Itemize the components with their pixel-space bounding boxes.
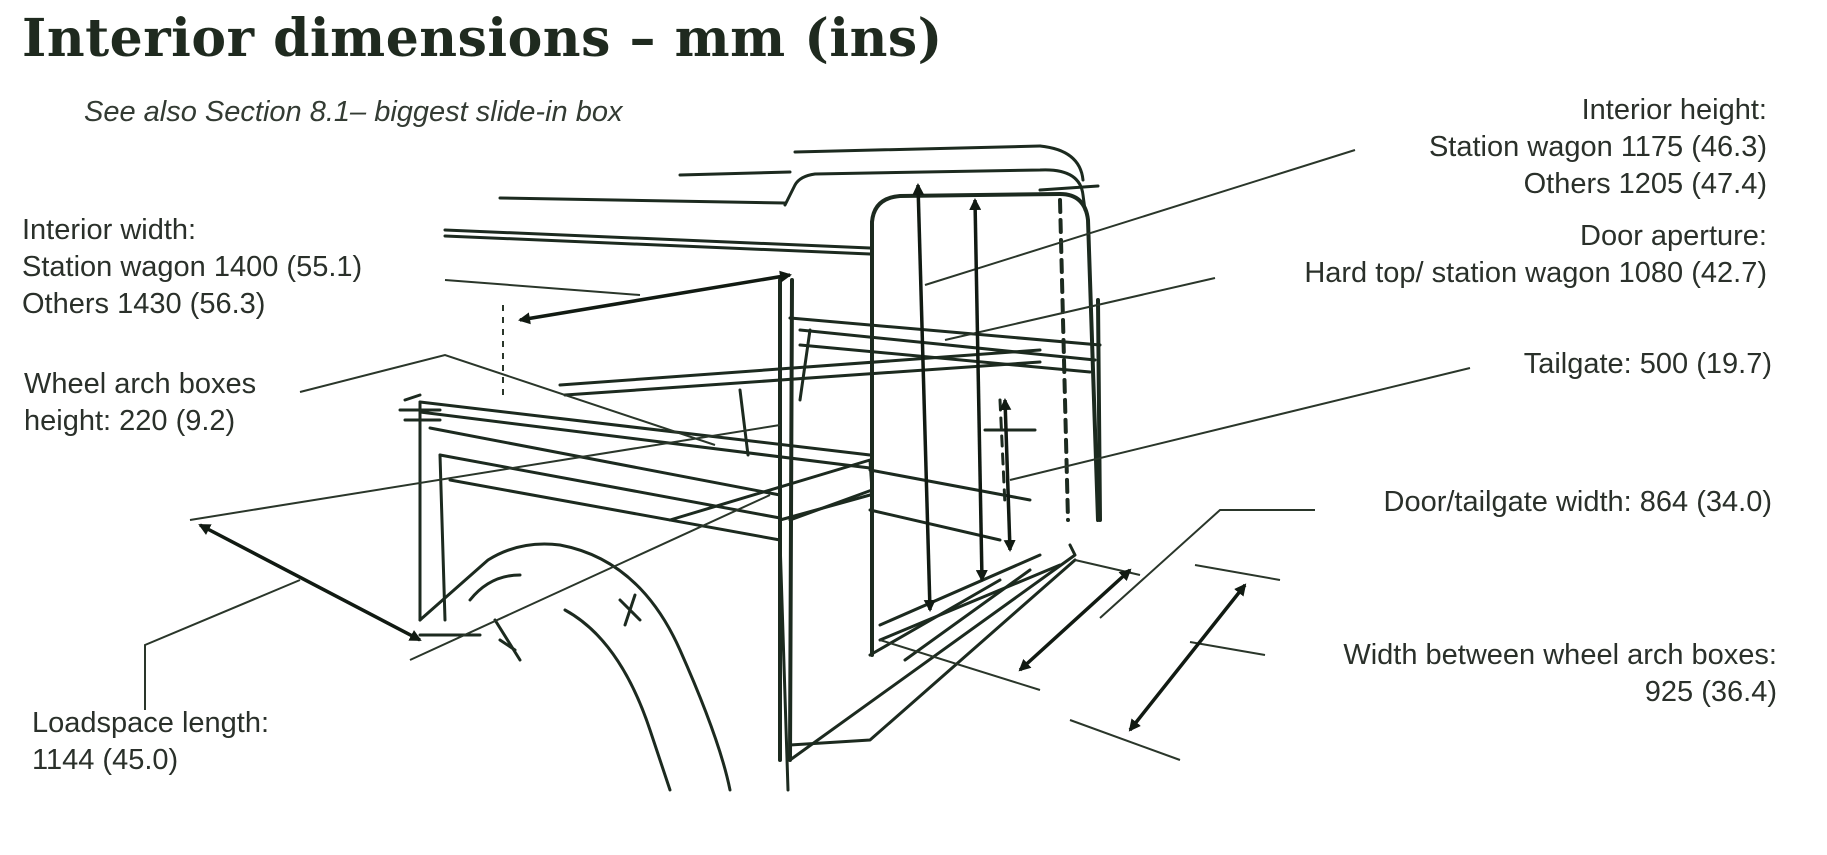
- interior-height-label: Interior height: Station wagon 1175 (46.…: [1429, 92, 1767, 203]
- loadspace-length-arrow: [198, 523, 422, 642]
- rear-door-frame: [778, 192, 1102, 762]
- label-value: Others 1205 (47.4): [1523, 168, 1767, 200]
- tailgate-arrow: [999, 398, 1016, 552]
- loadspace-length-label: Loadspace length: 1144 (45.0): [32, 705, 269, 779]
- label-heading: Loadspace length:: [32, 707, 270, 739]
- label-heading: Interior width:: [22, 214, 197, 246]
- label-heading: Interior height:: [1581, 94, 1767, 126]
- tailgate-label: Tailgate: 500 (19.7): [1524, 346, 1772, 383]
- page-title: Interior dimensions – mm (ins): [22, 8, 943, 69]
- label-heading: Door aperture:: [1580, 220, 1767, 252]
- label-value: Tailgate: 500 (19.7): [1523, 348, 1772, 380]
- wheel-arch-boxes-height-label: Wheel arch boxes height: 220 (9.2): [24, 366, 256, 440]
- interior-width-arrow: [518, 270, 792, 325]
- label-heading: Width between wheel arch boxes:: [1343, 639, 1777, 671]
- dimension-guide-lines: [189, 305, 1281, 761]
- door-tailgate-width-label: Door/tailgate width: 864 (34.0): [1384, 484, 1773, 521]
- label-heading: Wheel arch boxes: [24, 368, 257, 400]
- interior-height-arrow: [912, 183, 936, 612]
- label-value: height: 220 (9.2): [24, 405, 236, 437]
- door-aperture-label: Door aperture: Hard top/ station wagon 1…: [1304, 218, 1767, 292]
- label-value: 925 (36.4): [1644, 676, 1777, 708]
- interior-width-label: Interior width: Station wagon 1400 (55.1…: [22, 212, 362, 323]
- dimension-arrows: [198, 183, 1247, 732]
- label-value: Others 1430 (56.3): [22, 288, 266, 320]
- label-value: Hard top/ station wagon 1080 (42.7): [1304, 257, 1767, 289]
- width-between-wheel-arch-boxes-label: Width between wheel arch boxes: 925 (36.…: [1343, 637, 1777, 711]
- label-value: Station wagon 1400 (55.1): [22, 251, 363, 283]
- vehicle-body: [398, 316, 1102, 792]
- door-aperture-arrow: [969, 198, 988, 582]
- vehicle-roof: [443, 144, 1100, 256]
- label-value: 1144 (45.0): [32, 744, 179, 776]
- label-value: Door/tailgate width: 864 (34.0): [1383, 486, 1773, 518]
- section-reference-note: See also Section 8.1– biggest slide-in b…: [84, 96, 623, 128]
- label-value: Station wagon 1175 (46.3): [1428, 131, 1767, 163]
- wheel-arch-width-arrow: [1128, 583, 1247, 732]
- door-tailgate-width-arrow: [1018, 568, 1132, 672]
